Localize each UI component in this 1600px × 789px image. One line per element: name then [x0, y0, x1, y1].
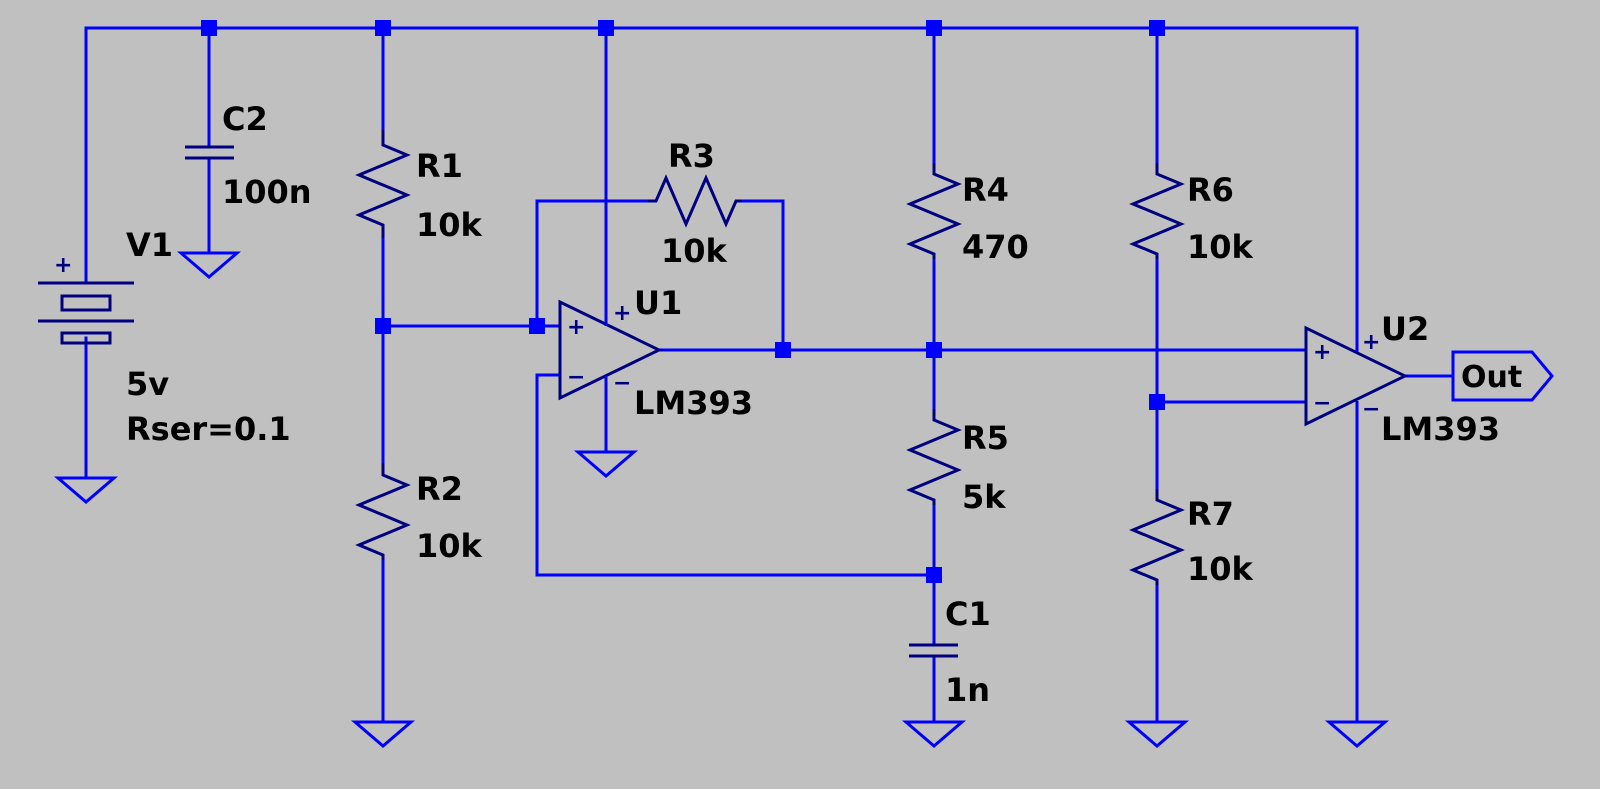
junction-dot	[926, 567, 942, 583]
resistor-r7[interactable]	[1129, 489, 1185, 585]
u2-value-label: LM393	[1381, 410, 1500, 448]
c1-ref-label: C1	[945, 595, 991, 633]
v1-value-label: 5v	[126, 365, 169, 403]
v1-plus-sign: +	[54, 253, 72, 278]
r2-ref-label: R2	[416, 470, 463, 508]
ground-icon	[350, 720, 416, 748]
junction-dot	[375, 318, 391, 334]
ground-icon	[53, 476, 119, 504]
resistor-r1[interactable]	[355, 130, 411, 238]
resistor-r3[interactable]	[648, 174, 742, 228]
v1-ref-label: V1	[126, 226, 173, 264]
u1-ref-label: U1	[634, 284, 682, 322]
r7-value-label: 10k	[1187, 550, 1254, 588]
grounds	[53, 251, 1390, 748]
r4-ref-label: R4	[962, 171, 1009, 209]
junctions	[201, 20, 1165, 583]
v1-param-label: Rser=0.1	[126, 410, 291, 448]
resistor-r5[interactable]	[906, 409, 962, 505]
junction-dot	[926, 342, 942, 358]
r3-value-label: 10k	[661, 232, 728, 270]
u1-vcc-plus-sign: +	[613, 301, 631, 326]
c1-value-label: 1n	[945, 671, 990, 709]
battery-v1[interactable]: +	[38, 253, 134, 345]
resistor-r2[interactable]	[355, 463, 411, 560]
r5-value-label: 5k	[962, 478, 1006, 516]
wires	[84, 26, 1455, 724]
u2-in-minus-sign: −	[1313, 391, 1331, 416]
r3-ref-label: R3	[668, 137, 715, 175]
ground-icon	[1324, 720, 1390, 748]
u2-vcc-plus-sign: +	[1362, 330, 1380, 355]
r6-ref-label: R6	[1187, 171, 1234, 209]
c2-value-label: 100n	[222, 173, 312, 211]
comparator-u1[interactable]: + − + −	[558, 299, 663, 401]
u2-gnd-minus-sign: −	[1362, 397, 1380, 422]
u2-in-plus-sign: +	[1313, 340, 1331, 365]
ground-icon	[1124, 720, 1190, 748]
out-label-text: Out	[1461, 360, 1522, 395]
resistor-r4[interactable]	[906, 163, 962, 259]
r1-ref-label: R1	[416, 147, 463, 185]
u1-in-minus-sign: −	[567, 365, 585, 390]
junction-dot	[775, 342, 791, 358]
wire-r3-left[interactable]	[535, 199, 650, 328]
wire-r3-right[interactable]	[740, 199, 785, 352]
r4-value-label: 470	[962, 228, 1029, 266]
comparator-u2[interactable]: + − + −	[1304, 325, 1409, 427]
junction-dot	[1149, 20, 1165, 36]
junction-dot	[1149, 394, 1165, 410]
u1-value-label: LM393	[634, 384, 753, 422]
r1-value-label: 10k	[416, 206, 483, 244]
net-label-out[interactable]: Out	[1451, 350, 1554, 402]
capacitor-c1[interactable]	[909, 643, 958, 658]
capacitor-c2[interactable]	[185, 145, 234, 160]
junction-dot	[598, 20, 614, 36]
ground-icon	[901, 720, 967, 748]
ground-icon	[176, 251, 242, 279]
junction-dot	[926, 20, 942, 36]
wire-vcc-rail[interactable]	[84, 26, 1359, 341]
junction-dot	[201, 20, 217, 36]
resistor-r6[interactable]	[1129, 163, 1185, 259]
r2-value-label: 10k	[416, 527, 483, 565]
r6-value-label: 10k	[1187, 228, 1254, 266]
wire-u1-minus-feedback[interactable]	[535, 373, 936, 577]
c2-ref-label: C2	[222, 100, 268, 138]
u2-ref-label: U2	[1381, 310, 1429, 348]
u1-gnd-minus-sign: −	[613, 371, 631, 396]
u1-in-plus-sign: +	[567, 315, 585, 340]
junction-dot	[529, 318, 545, 334]
r7-ref-label: R7	[1187, 495, 1234, 533]
ground-icon	[573, 450, 639, 478]
r5-ref-label: R5	[962, 419, 1009, 457]
junction-dot	[375, 20, 391, 36]
